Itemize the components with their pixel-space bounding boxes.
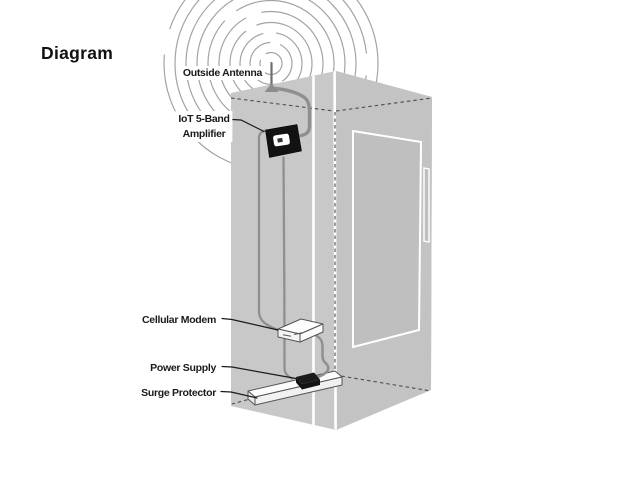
leader-cellular-modem [221, 317, 279, 331]
leader-surge-protector [220, 390, 258, 399]
cellular-modem-device [277, 318, 324, 343]
door-side-panel [423, 167, 430, 243]
label-power-supply: Power Supply [147, 360, 219, 375]
label-cellular-modem: Cellular Modem [139, 312, 219, 327]
label-outside-antenna: Outside Antenna [179, 66, 265, 80]
power-supply-device [296, 372, 320, 390]
antenna-coax-cable [273, 86, 312, 138]
label-iot-amplifier-line1: IoT 5-Band [178, 113, 230, 125]
label-iot-amplifier-line2: Amplifier [182, 127, 226, 140]
leader-amplifier [231, 118, 265, 133]
label-iot-amplifier: IoT 5-Band Amplifier [175, 111, 233, 142]
outside-antenna-icon [264, 61, 279, 92]
amp-to-modem-cable [257, 129, 281, 332]
leader-lines [220, 118, 297, 399]
elevator-door [352, 129, 423, 349]
leader-power-supply [221, 365, 297, 380]
modem-power-cable [311, 334, 330, 380]
elevator-cabinet [231, 71, 432, 430]
label-surge-protector: Surge Protector [138, 385, 219, 400]
iot-amplifier-device [265, 124, 302, 158]
page-title: Diagram [41, 43, 114, 63]
